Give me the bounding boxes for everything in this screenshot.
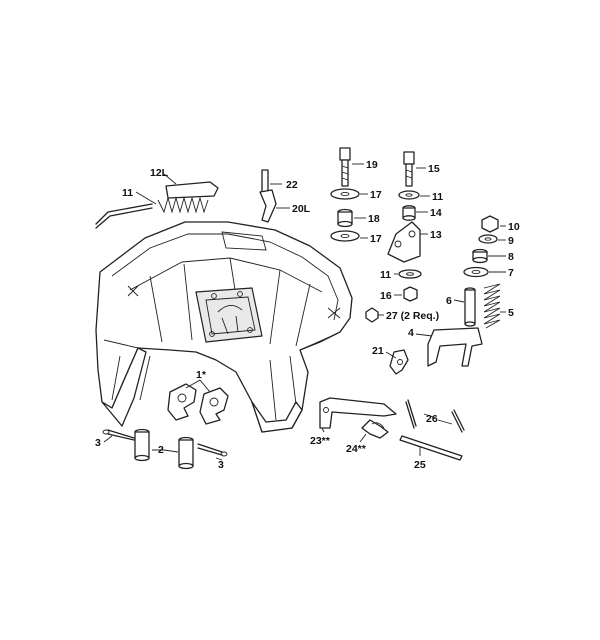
callout-2: 2 [158,444,164,456]
cotter-pins-part-3 [102,429,228,461]
callout-17-top: 17 [370,189,382,201]
washer-part-11-lower [394,269,422,279]
washer-part-17-bottom [330,230,368,242]
callout-9: 9 [508,235,514,247]
washer-part-7 [463,266,506,278]
callout-12l: 12L [150,167,169,179]
callout-10: 10 [508,221,520,233]
callout-11-handle: 11 [122,187,133,199]
release-handle-part-12l [95,173,219,229]
callout-6: 6 [446,295,452,307]
callout-15: 15 [428,163,440,175]
fifth-wheel-top-plate [95,221,353,433]
callout-18: 18 [368,213,380,225]
callout-22: 22 [286,179,298,191]
cotter-pins-part-26 [405,399,465,433]
callout-16: 16 [380,290,392,302]
bracket-part-23 [319,397,397,433]
jaw-set-part-1 [167,379,229,425]
bolt-part-15 [403,151,426,187]
callout-21: 21 [372,345,384,357]
yoke-part-4 [415,327,483,367]
spacer-part-18 [337,208,366,228]
callout-23: 23** [310,435,331,447]
bolt-part-19 [339,147,364,187]
callout-3-left: 3 [95,437,101,449]
callout-26: 26 [426,413,438,425]
nut-part-16 [394,286,418,302]
callout-11-upper: 11 [432,191,443,203]
callout-7: 7 [508,267,514,279]
callout-11-lower: 11 [380,269,391,281]
bracket-part-13 [387,221,428,263]
spring-part-5 [483,283,506,329]
callout-4: 4 [408,327,414,339]
callout-5: 5 [508,307,514,319]
rod-part-6 [453,287,476,327]
bracket-part-20l [259,189,290,223]
callout-14: 14 [430,207,442,219]
callout-3-right: 3 [218,459,224,471]
pin-part-25 [399,435,463,461]
pins-part-2 [134,428,194,470]
callout-13: 13 [430,229,442,241]
callout-20l: 20L [292,203,311,215]
callout-19: 19 [366,159,378,171]
callout-1: 1* [196,369,207,381]
spring-part-11 [135,191,209,214]
bushing-part-8 [472,248,506,264]
latch-part-21 [385,349,409,375]
spring-latch-part-24 [359,419,389,443]
stud-part-22 [261,169,282,193]
callout-25: 25 [414,459,426,471]
washer-part-9 [478,234,506,244]
locknut-part-10 [481,215,506,233]
callout-27: 27 (2 Req.) [386,310,439,322]
callout-8: 8 [508,251,514,263]
nut-part-27 [365,307,384,323]
callout-24: 24** [346,443,367,455]
callout-17-bottom: 17 [370,233,382,245]
bushing-part-14 [402,205,428,221]
washer-part-11-upper [398,190,430,200]
washer-part-17-top [330,188,368,200]
